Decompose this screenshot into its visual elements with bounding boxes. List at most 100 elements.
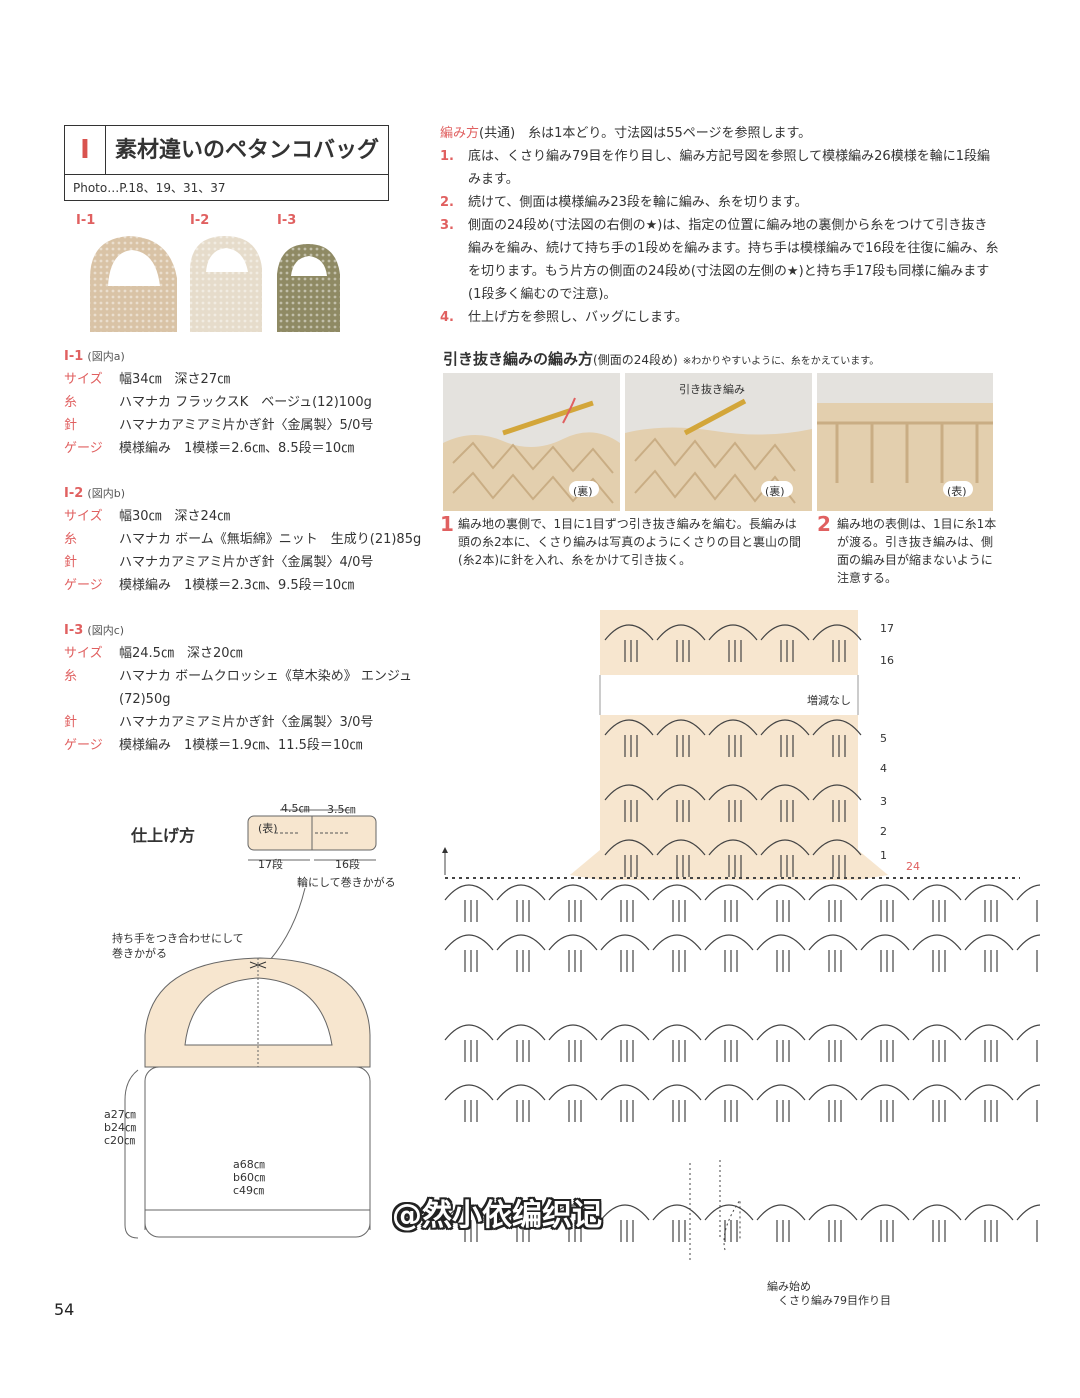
start-label: 編み始め: [767, 1280, 811, 1293]
spec-fig: (図内b): [87, 487, 125, 500]
chart-arch: [808, 1204, 858, 1221]
chart-arch: [496, 1084, 546, 1101]
spec-value: ハマナカ フラックスK ベージュ(12)100g: [119, 395, 372, 410]
chart-arch: [600, 1084, 650, 1101]
chart-arch: [708, 784, 758, 801]
chart-arch: [808, 1084, 858, 1101]
chart-arch: [704, 934, 754, 951]
finishing-handle-note: 持ち手をつき合わせにして巻きかがる: [112, 932, 244, 960]
photo-caption-2: 2 編み地の表側は、1目に糸1本が渡る。引き抜き編みは、側面の編み目が縮まないよ…: [817, 512, 997, 587]
spec-key: サイズ: [64, 372, 103, 387]
row-label-1: 1: [880, 849, 887, 862]
instruction-step: 4.仕上げ方を参照し、バッグにします。: [440, 306, 1000, 329]
chart-arch: [860, 1204, 910, 1221]
instructions-head-rest: (共通) 糸は1本どり。寸法図は55ページを参照します。: [479, 126, 812, 141]
spec-block-1: I-1 (図内a) サイズ幅34㎝ 深さ27㎝ 糸ハマナカ フラックスK ベージ…: [64, 345, 434, 460]
spec-key: ゲージ: [64, 738, 103, 753]
depth-b: b24㎝: [104, 1121, 136, 1134]
chart-arch: [704, 1084, 754, 1101]
caption-number: 2: [817, 512, 831, 536]
photo-title: 引き抜き編みの編み方: [443, 350, 594, 368]
chart-arch: [760, 784, 810, 801]
pattern-title: 素材違いのペタンコバッグ: [115, 138, 380, 163]
swatch-label-3: I-3: [277, 213, 297, 228]
instructions-head: 編み方: [440, 126, 480, 141]
spec-value: 幅30㎝ 深さ24㎝: [119, 509, 231, 524]
instruction-step: 2.続けて、側面は模様編み23段を輪に編み、糸を切ります。: [440, 191, 1000, 214]
spec-value: ハマナカ ボーム《無垢綿》ニット 生成り(21)85g: [119, 532, 422, 547]
step-number: 1.: [440, 149, 454, 164]
chart-arch: [964, 1204, 1014, 1221]
chart-arch: [496, 1204, 546, 1221]
chart-arch: [548, 884, 598, 901]
step-photo-2: 引き抜き編み (裏): [625, 373, 812, 511]
row-label-17: 17: [880, 622, 894, 635]
chart-arch: [548, 934, 598, 951]
depth-a: a27㎝: [104, 1108, 136, 1121]
chart-arch: [812, 624, 862, 641]
chart-arch: [760, 624, 810, 641]
photo-reference: Photo…P.18、19、31、37: [65, 174, 388, 200]
chart-arch: [656, 784, 706, 801]
finishing-dim-1: 4.5㎝: [281, 802, 310, 815]
spec-key: ゲージ: [64, 578, 103, 593]
caption-text: 編み地の表側は、1目に糸1本が渡る。引き抜き編みは、側面の編み目が縮まないように…: [837, 517, 997, 585]
finishing-diagram: [124, 809, 377, 1239]
chart-arch: [652, 884, 702, 901]
step-text: 側面の24段め(寸法図の右側の★)は、指定の位置に編み地の裏側から糸をつけて引き…: [468, 218, 999, 302]
swatch-label-1: I-1: [76, 213, 96, 228]
spec-value: ハマナカアミアミ片かぎ針〈金属製〉3/0号: [119, 715, 374, 730]
chart-arch: [656, 719, 706, 736]
row-label-3: 3: [880, 795, 887, 808]
finishing-title: 仕上げ方: [131, 826, 196, 845]
chart-arch: [912, 1024, 962, 1041]
circumference-c: c49㎝: [233, 1184, 265, 1197]
chart-arch: [964, 884, 1014, 901]
step-text: 仕上げ方を参照し、バッグにします。: [468, 310, 688, 325]
chart-arch: [912, 1084, 962, 1101]
chart-arch: [600, 884, 650, 901]
chart-arch: [444, 884, 494, 901]
chart-arch: [652, 1084, 702, 1101]
pattern-title-box: I 素材違いのペタンコバッグ Photo…P.18、19、31、37: [64, 125, 389, 201]
spec-key: サイズ: [64, 646, 103, 661]
spec-fig: (図内a): [87, 350, 125, 363]
chart-arch: [496, 1024, 546, 1041]
chart-arch: [964, 1084, 1014, 1101]
circumference-b: b60㎝: [233, 1171, 265, 1184]
chart-arch: [704, 884, 754, 901]
photo-note: ※わかりやすいように、糸をかえています。: [682, 356, 880, 367]
start-row-number: 24: [906, 860, 920, 873]
spec-key: 糸: [64, 669, 78, 684]
chart-arch: [808, 934, 858, 951]
spec-key: サイズ: [64, 509, 103, 524]
step-text: 底は、くさり編み79目を作り目し、編み方記号図を参照して模様編み26模様を輪に1…: [468, 149, 990, 187]
chart-arch: [812, 784, 862, 801]
chart-arch: [604, 784, 654, 801]
chart-arch: [860, 1084, 910, 1101]
watermark: @然小依编织记: [392, 1198, 602, 1233]
spec-key: 糸: [64, 532, 78, 547]
spec-id: I-3: [64, 623, 84, 638]
row-label-2: 2: [880, 825, 887, 838]
chart-arch: [704, 1024, 754, 1041]
step-number: 3.: [440, 218, 454, 233]
finishing-join-note: 輪にして巻きかがる: [297, 876, 396, 889]
spec-value: ハマナカアミアミ片かぎ針〈金属製〉5/0号: [119, 418, 374, 433]
bag-swatch-photos: [90, 236, 340, 332]
chart-arch: [600, 1024, 650, 1041]
spec-value: 幅34㎝ 深さ27㎝: [119, 372, 231, 387]
step-number: 2.: [440, 195, 454, 210]
chart-arch: [496, 934, 546, 951]
row-label-16: 16: [880, 654, 894, 667]
chart-arch: [444, 934, 494, 951]
spec-key: 糸: [64, 395, 78, 410]
bag-photo-1: [90, 236, 177, 332]
finishing-dim-2: 3.5㎝: [327, 803, 356, 816]
spec-value: 模様編み 1模様＝2.3㎝、9.5段＝10㎝: [119, 578, 355, 593]
chart-arch: [708, 839, 758, 856]
chart-arch: [760, 839, 810, 856]
photo-caption-1: 1 編み地の裏側で、1目に1目ずつ引き抜き編みを編む。長編みは頭の糸2本に、くさ…: [440, 514, 806, 569]
chart-arch: [860, 934, 910, 951]
chart-arch: [860, 884, 910, 901]
